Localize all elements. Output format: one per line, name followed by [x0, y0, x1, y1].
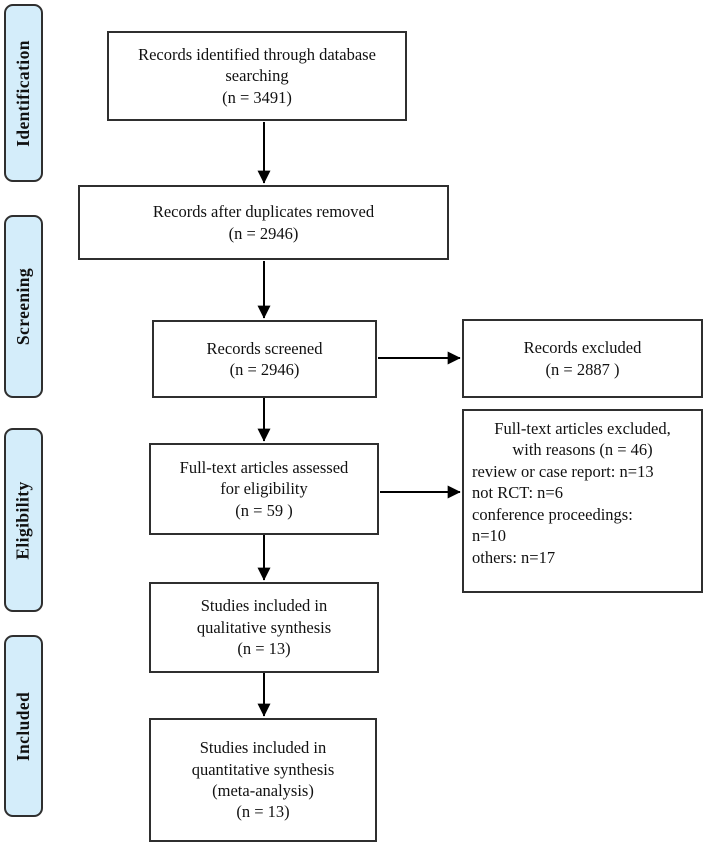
- stage-screening: Screening: [4, 215, 43, 398]
- box-records-excluded: Records excluded (n = 2887 ): [462, 319, 703, 398]
- box-fulltext-excluded: Full-text articles excluded, with reason…: [462, 409, 703, 593]
- box-qualitative-synthesis-text: Studies included in qualitative synthesi…: [196, 596, 332, 659]
- stage-identification: Identification: [4, 4, 43, 182]
- box-quantitative-synthesis: Studies included in quantitative synthes…: [149, 718, 377, 842]
- box-fulltext-excluded-header: Full-text articles excluded, with reason…: [494, 419, 671, 460]
- stage-eligibility: Eligibility: [4, 428, 43, 612]
- box-fulltext-assessed-text: Full-text articles assessed for eligibil…: [179, 457, 349, 520]
- box-duplicates-removed-text: Records after duplicates removed (n = 29…: [152, 202, 375, 243]
- box-fulltext-assessed: Full-text articles assessed for eligibil…: [149, 443, 379, 535]
- box-records-identified-text: Records identified through database sear…: [138, 44, 376, 107]
- box-records-screened: Records screened (n = 2946): [152, 320, 377, 398]
- box-qualitative-synthesis: Studies included in qualitative synthesi…: [149, 582, 379, 673]
- box-fulltext-excluded-reasons: review or case report: n=13 not RCT: n=6…: [472, 461, 654, 567]
- box-duplicates-removed: Records after duplicates removed (n = 29…: [78, 185, 449, 260]
- stage-eligibility-label: Eligibility: [13, 480, 33, 560]
- stage-screening-label: Screening: [13, 267, 34, 346]
- box-records-identified: Records identified through database sear…: [107, 31, 407, 121]
- box-records-screened-text: Records screened (n = 2946): [206, 338, 323, 379]
- box-quantitative-synthesis-text: Studies included in quantitative synthes…: [191, 738, 335, 822]
- stage-included: Included: [4, 635, 43, 817]
- stage-included-label: Included: [13, 691, 33, 761]
- box-records-excluded-text: Records excluded (n = 2887 ): [523, 338, 642, 379]
- stage-identification-label: Identification: [13, 39, 33, 147]
